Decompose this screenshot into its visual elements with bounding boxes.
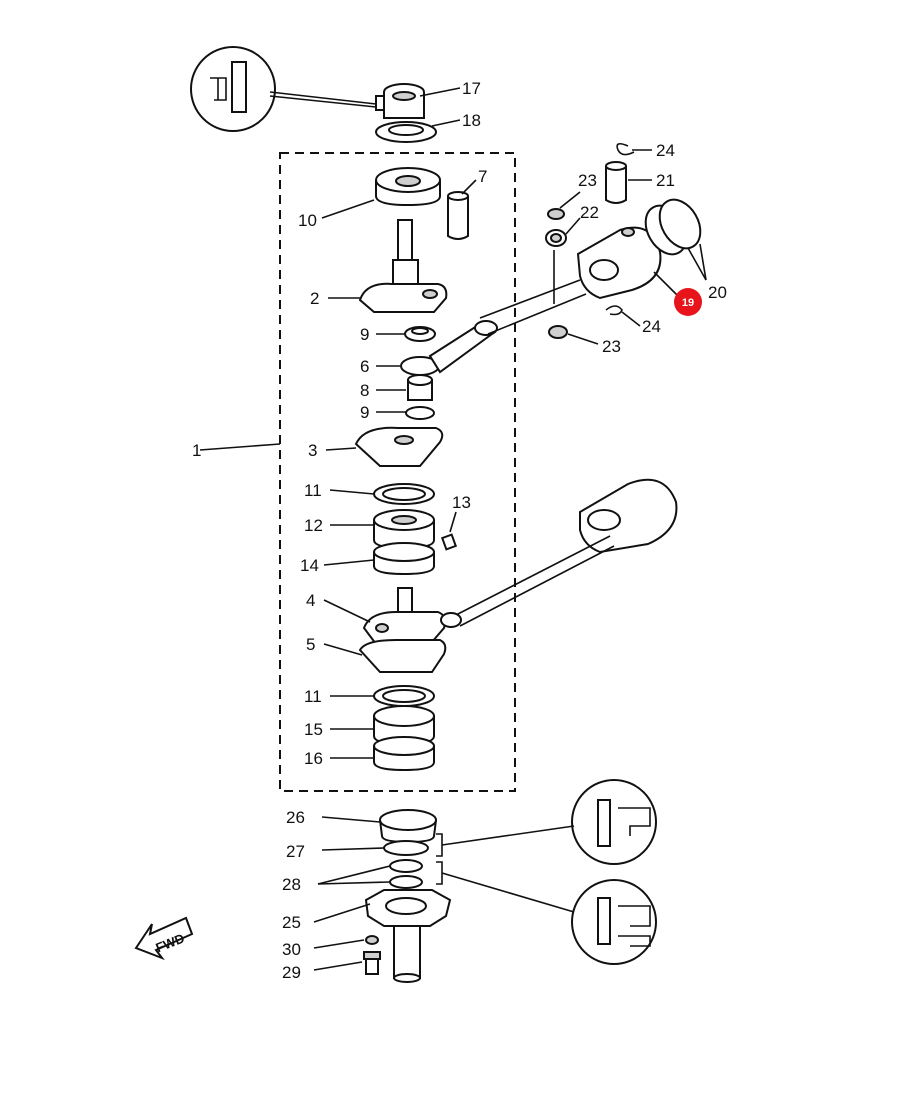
connecting-rod-link: [479, 250, 587, 335]
callout-17: 17: [462, 79, 481, 98]
callout-11-lower: 11: [304, 687, 322, 706]
part-16-lower-seal: [373, 736, 435, 772]
part-6-connecting-rod: [400, 320, 498, 376]
callout-18: 18: [462, 111, 481, 130]
callout-19: 19: [682, 297, 694, 309]
part-7-pin: [447, 191, 469, 240]
part-21-piston-pin: [605, 161, 627, 204]
callout-15: 15: [304, 720, 323, 739]
part-27-seal: [383, 840, 429, 856]
callout-labels: 17 18 10 7 2 9 6 8 9 1 3 11 13 12 14 4 5…: [192, 79, 727, 982]
highlight-badge: [674, 288, 702, 316]
callout-9-lower: 9: [360, 403, 369, 422]
part-9-upper-needle-bearing: [404, 326, 436, 342]
fwd-arrow-icon: FWD: [134, 916, 194, 961]
part-14-labyrinth-seal: [373, 542, 435, 576]
part-2-upper-crank: [358, 219, 448, 313]
callout-8: 8: [360, 381, 369, 400]
callout-9-upper: 9: [360, 325, 369, 344]
callout-30: 30: [282, 940, 301, 959]
callout-5: 5: [306, 635, 315, 654]
part-11-upper-ring: [373, 483, 435, 505]
callout-26: 26: [286, 808, 305, 827]
part-11-lower-ring: [373, 685, 435, 707]
part-24-upper-clip: [616, 142, 635, 156]
part-3-crank-web: [354, 426, 444, 467]
callout-27: 27: [286, 842, 305, 861]
part-15-lower-bearing: [373, 705, 435, 746]
part-30-washer: [365, 935, 379, 945]
callout-13: 13: [452, 493, 471, 512]
part-19-piston: [576, 226, 662, 300]
part-12-center-bearing: [373, 509, 435, 550]
part-26-oil-seal: [379, 809, 437, 844]
detail-circle-seal-1: [436, 779, 657, 865]
callout-7: 7: [478, 167, 487, 186]
part-22-needle-bearing: [545, 229, 567, 247]
part-28-seals: [389, 859, 423, 889]
part-17-oil-seal-housing: [375, 83, 425, 119]
part-24-lower-clip: [605, 305, 623, 316]
part-25-bearing-housing: [364, 889, 452, 983]
part-8-crank-pin: [407, 374, 433, 401]
callout-4: 4: [306, 591, 315, 610]
callout-1: 1: [192, 441, 201, 460]
part-13-dowel-pin: [440, 533, 458, 551]
leader-lines: [199, 87, 707, 971]
lower-piston-assembly: [440, 478, 678, 628]
callout-2: 2: [310, 289, 319, 308]
callout-11-upper: 11: [304, 481, 322, 500]
callout-19-highlight[interactable]: 19: [674, 288, 702, 316]
callout-23-lower: 23: [602, 337, 621, 356]
callout-16: 16: [304, 749, 323, 768]
callout-23-upper: 23: [578, 171, 597, 190]
callout-29: 29: [282, 963, 301, 982]
part-29-bolt: [363, 951, 381, 975]
part-4-lower-crank: [362, 587, 447, 646]
detail-circle-seal-2: [436, 861, 657, 965]
callout-28: 28: [282, 875, 301, 894]
callout-6: 6: [360, 357, 369, 376]
crankshaft-assembly-boundary: [279, 152, 516, 792]
part-5-lower-web: [358, 639, 447, 673]
callout-20: 20: [708, 283, 727, 302]
callout-21: 21: [656, 171, 675, 190]
part-23-upper-washer: [547, 208, 565, 220]
callout-25: 25: [282, 913, 301, 932]
part-9-lower-washer: [405, 406, 435, 420]
callout-12: 12: [304, 516, 323, 535]
part-20-piston-rings: [644, 198, 702, 256]
callout-10: 10: [298, 211, 317, 230]
callout-24-upper: 24: [656, 141, 675, 160]
part-23-lower-washer: [548, 325, 568, 339]
callout-14: 14: [300, 556, 319, 575]
part-18-seal: [375, 121, 437, 143]
callout-3: 3: [308, 441, 317, 460]
part-10-bearing: [375, 167, 441, 207]
callout-24-lower: 24: [642, 317, 661, 336]
callout-22: 22: [580, 203, 599, 222]
detail-circle-top: [190, 46, 377, 132]
